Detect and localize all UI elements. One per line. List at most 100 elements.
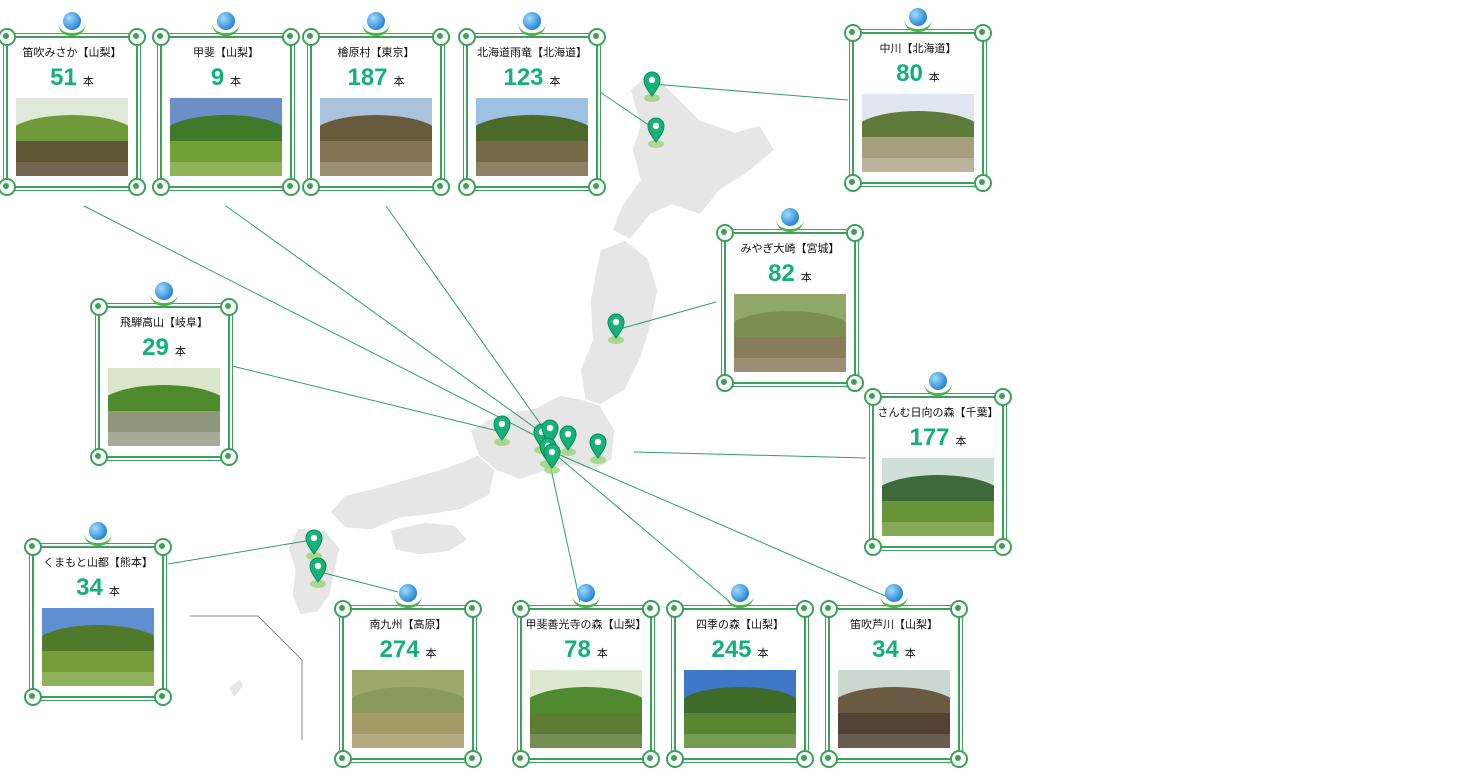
tree-count-unit: 本	[82, 75, 94, 88]
ornament-corner-icon	[464, 600, 482, 618]
tree-count-unit: 本	[108, 585, 120, 598]
site-photo[interactable]	[108, 368, 220, 446]
tree-count-unit: 本	[904, 647, 916, 660]
ornament-corner-icon	[820, 600, 838, 618]
ornament-corner-icon	[974, 24, 992, 42]
ornament-corner-icon	[796, 600, 814, 618]
site-photo[interactable]	[476, 98, 588, 176]
ornament-corner-icon	[994, 388, 1012, 406]
map-pin-icon[interactable]	[643, 71, 661, 102]
ornament-corner-icon	[666, 600, 684, 618]
globe-leaf-icon	[394, 582, 422, 608]
tree-count: 187 本	[312, 64, 440, 92]
tree-count-unit: 本	[393, 75, 405, 88]
ornament-corner-icon	[642, 600, 660, 618]
map-pin-icon[interactable]	[607, 313, 625, 344]
connector-line	[225, 205, 553, 441]
tree-count-number: 34	[872, 636, 899, 663]
tree-count-number: 187	[347, 64, 388, 91]
site-name: 南九州【高原】	[369, 618, 447, 631]
site-name: 笛吹芦川【山梨】	[850, 618, 938, 631]
ornament-corner-icon	[282, 28, 300, 46]
tree-count-unit: 本	[757, 647, 769, 660]
connector-line	[555, 454, 731, 603]
tree-count-number: 177	[909, 424, 950, 451]
map-pin-icon[interactable]	[305, 529, 323, 560]
site-photo[interactable]	[882, 458, 994, 536]
map-pin-icon[interactable]	[309, 557, 327, 588]
tree-count-number: 51	[50, 64, 77, 91]
site-name: 檜原村【東京】	[337, 46, 415, 59]
ornament-corner-icon	[864, 538, 882, 556]
globe-leaf-icon	[518, 10, 546, 36]
site-photo[interactable]	[320, 98, 432, 176]
connector-line	[633, 451, 867, 459]
ornament-corner-icon	[950, 600, 968, 618]
ornament-corner-icon	[220, 298, 238, 316]
globe-leaf-icon	[776, 206, 804, 232]
tree-count-number: 123	[503, 64, 544, 91]
globe-leaf-icon	[150, 280, 178, 306]
ornament-corner-icon	[464, 750, 482, 768]
map-pin-icon[interactable]	[543, 443, 561, 474]
site-card[interactable]: 檜原村【東京】 187 本	[302, 12, 450, 196]
ornament-corner-icon	[458, 178, 476, 196]
map-pin-icon[interactable]	[559, 425, 577, 456]
ornament-corner-icon	[152, 28, 170, 46]
ornament-corner-icon	[642, 750, 660, 768]
ornament-corner-icon	[512, 600, 530, 618]
site-photo[interactable]	[16, 98, 128, 176]
ornament-corner-icon	[820, 750, 838, 768]
ornament-corner-icon	[846, 374, 864, 392]
ornament-corner-icon	[844, 24, 862, 42]
ornament-corner-icon	[432, 178, 450, 196]
ornament-corner-icon	[432, 28, 450, 46]
ornament-corner-icon	[716, 374, 734, 392]
globe-leaf-icon	[572, 582, 600, 608]
site-photo[interactable]	[734, 294, 846, 372]
ornament-corner-icon	[588, 28, 606, 46]
site-photo[interactable]	[170, 98, 282, 176]
site-photo[interactable]	[838, 670, 950, 748]
tree-count-unit: 本	[928, 71, 940, 84]
ornament-corner-icon	[282, 178, 300, 196]
site-photo[interactable]	[42, 608, 154, 686]
ornament-corner-icon	[864, 388, 882, 406]
site-card[interactable]: 笛吹芦川【山梨】 34 本	[820, 584, 968, 768]
globe-leaf-icon	[84, 520, 112, 546]
site-name: みやぎ大崎【宮城】	[740, 242, 840, 255]
map-pin-icon[interactable]	[589, 433, 607, 464]
site-name: 北海道雨竜【北海道】	[477, 46, 587, 59]
connector-line	[651, 83, 849, 101]
globe-leaf-icon	[726, 582, 754, 608]
site-name: 中川【北海道】	[879, 42, 957, 55]
site-photo[interactable]	[862, 94, 974, 172]
connector-line	[319, 571, 399, 593]
site-photo[interactable]	[530, 670, 642, 748]
connector-line	[167, 539, 313, 565]
map-pin-icon[interactable]	[493, 415, 511, 446]
site-name: 甲斐【山梨】	[193, 46, 259, 59]
site-photo[interactable]	[352, 670, 464, 748]
ornament-corner-icon	[152, 178, 170, 196]
tree-count-unit: 本	[596, 647, 608, 660]
connector-line	[547, 454, 581, 603]
connector-line	[599, 91, 657, 131]
shikoku-region	[389, 521, 470, 556]
map-pin-icon[interactable]	[647, 117, 665, 148]
site-photo[interactable]	[684, 670, 796, 748]
